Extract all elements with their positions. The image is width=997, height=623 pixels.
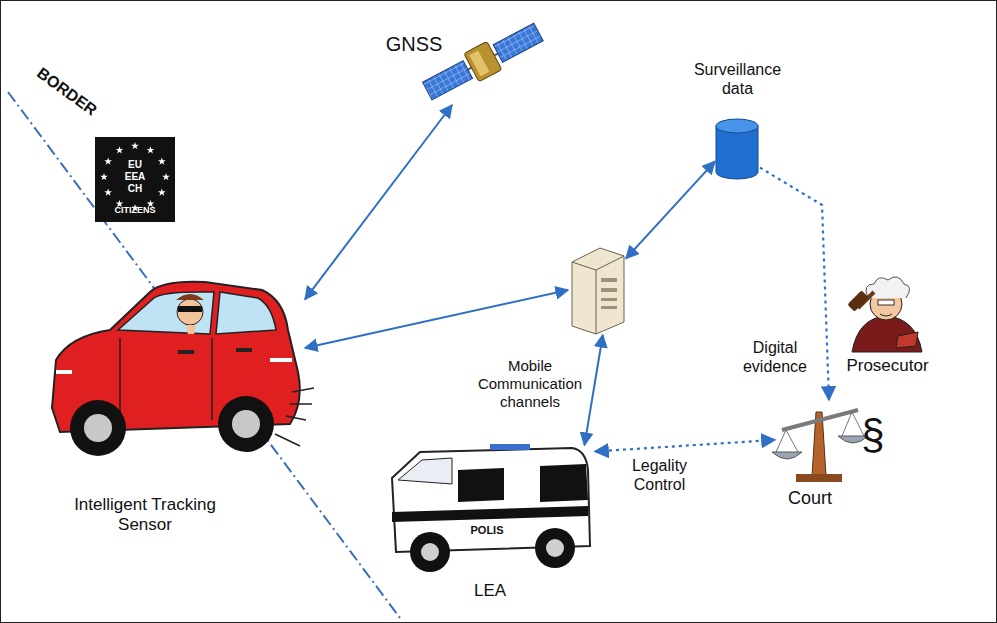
node-label: Surveillance data [680,60,795,98]
police-van [392,444,590,572]
connector [626,161,715,258]
satellite-icon [420,18,546,105]
vehicle-marking: POLIS [452,524,522,537]
connector [305,105,452,299]
database-node: Surveillance data [715,118,760,180]
connector [305,290,568,348]
car-node: Intelligent Tracking Sensor [40,270,305,465]
van-node: LEA [385,445,595,575]
node-label: GNSS [384,32,444,56]
car-illustration [52,282,314,456]
node-label: CITIZENS [95,205,175,216]
database-icon [716,119,758,179]
border-label: BORDER [25,57,109,125]
connector [585,335,603,445]
node-label: Mobile Communication channels [470,357,590,411]
court-node: Court [775,400,865,485]
edge-label: Legality Control [612,456,707,494]
prosecutor-figure [847,277,922,352]
connector [595,440,775,452]
scales-icon [772,410,868,482]
prosecutor-node: Prosecutor [840,272,935,354]
border-line [8,92,400,618]
edge-label: Digital evidence [735,338,815,376]
node-label: LEA [425,581,555,601]
server-node: Mobile Communication channels [568,245,626,335]
server-icon [572,248,624,334]
node-label: Prosecutor [830,356,945,376]
node-label: Intelligent Tracking Sensor [65,495,225,536]
node-label: EU EEA CH [117,159,153,195]
citizens-badge: EU EEA CH CITIZENS [95,137,175,222]
satellite-node: GNSS [430,20,540,105]
node-label: Court [775,488,845,510]
section-symbol: § [858,410,888,460]
